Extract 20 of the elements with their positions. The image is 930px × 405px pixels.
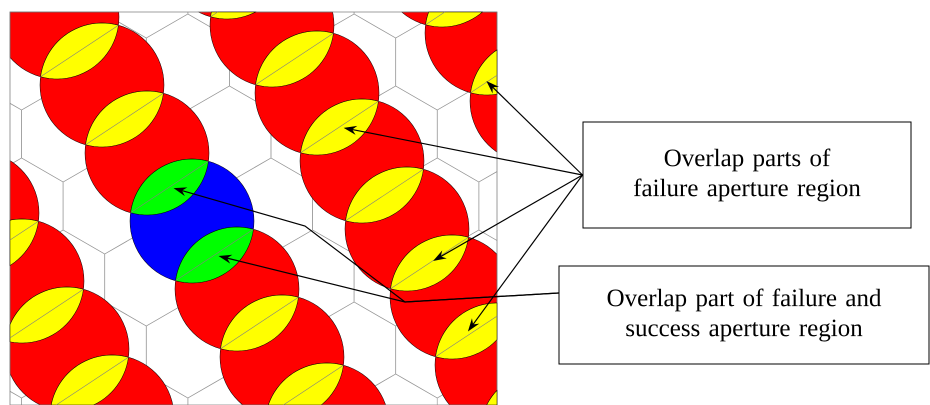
text-box: Overlap part of failure and success aperture region	[558, 266, 930, 364]
lens	[175, 226, 254, 284]
lens	[470, 50, 498, 96]
lens	[210, 12, 256, 20]
lens	[390, 234, 469, 292]
lens	[268, 362, 344, 405]
lens	[300, 98, 379, 156]
lens	[345, 166, 424, 224]
lens	[486, 390, 498, 405]
lens	[10, 286, 84, 344]
lens	[425, 12, 483, 28]
lens	[10, 218, 39, 266]
lens	[435, 302, 498, 360]
lens	[50, 354, 129, 405]
lens	[85, 90, 164, 148]
lens	[220, 294, 299, 352]
lens	[255, 30, 334, 88]
text-box: Overlap parts of failure aperture region	[582, 122, 912, 228]
lens	[130, 158, 209, 216]
lens	[40, 22, 119, 80]
